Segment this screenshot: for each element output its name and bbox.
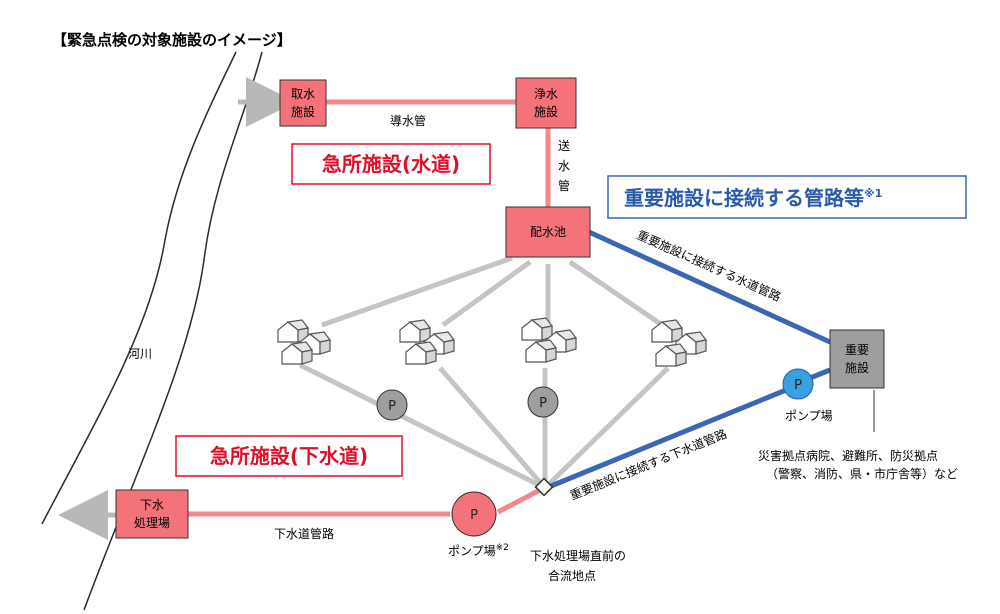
house-icon (655, 343, 687, 367)
pump-blue: P (782, 368, 814, 400)
pump-station-2-text: ポンプ場 (448, 544, 496, 558)
intake-line-2: 施設 (291, 104, 315, 119)
sewer-pipe-to-important-b (809, 367, 831, 381)
pump-letter: P (388, 399, 396, 414)
sewer-pipe-to-important-label: 重要施設に接続する下水道管路 (568, 426, 729, 503)
sewage-plant-line-1: 下水 (140, 498, 164, 512)
pump-station-2-note: ※2 (496, 543, 509, 553)
reservoir-facility: 配水池 (505, 206, 591, 258)
purification-line-2: 施設 (534, 104, 558, 119)
house-cluster-4 (651, 319, 707, 367)
purification-line-1: 浄水 (534, 87, 558, 101)
pump-red: P (451, 491, 497, 537)
transmission-char-2: 水 (558, 159, 570, 173)
pump-letter: P (539, 396, 547, 411)
transmission-pipe-label: 送 水 管 (558, 138, 574, 193)
sewage-plant: 下水 処理場 (115, 489, 189, 539)
important-pipes-note: ※1 (864, 187, 882, 200)
house-icon (525, 339, 557, 363)
river-label: 河川 (128, 347, 152, 361)
sewer-emergency-text: 急所施設(下水道) (210, 444, 368, 468)
confluence-point (534, 477, 554, 497)
pump-gray-2: P (527, 386, 559, 418)
confluence-label-2: 合流地点 (548, 568, 596, 583)
water-pipe-to-important (587, 229, 832, 345)
house-icon (521, 317, 553, 341)
house-icon (405, 341, 437, 365)
diagram-title: 【緊急点検の対象施設のイメージ】 (52, 31, 292, 49)
important-pipes-callout: 重要施設に接続する管路等※1 (607, 175, 967, 219)
important-pipes-main: 重要施設に接続する管路等 (624, 186, 864, 210)
intake-line-1: 取水 (291, 87, 315, 101)
sewage-plant-line-2: 処理場 (134, 516, 170, 530)
purification-facility: 浄水 施設 (515, 77, 577, 129)
pump-station-2-label: ポンプ場※2 (448, 543, 509, 558)
house-icon (399, 319, 431, 343)
sewer-pipe-confluence (496, 487, 542, 515)
intake-facility: 取水 施設 (279, 79, 327, 127)
house-cluster-3 (521, 317, 577, 363)
sewer-collection-lines (298, 362, 670, 491)
water-emergency-callout: 急所施設(水道) (291, 143, 491, 185)
pump-letter: P (470, 508, 478, 523)
important-pipes-text: 重要施設に接続する管路等※1 (624, 186, 882, 210)
conveyance-pipe-label: 導水管 (390, 113, 426, 128)
important-facility: 重要 施設 (829, 329, 885, 389)
important-line-2: 施設 (845, 360, 869, 375)
sewer-pipe-to-important-a (550, 387, 787, 489)
pump-letter: P (794, 378, 802, 393)
house-icon (281, 341, 313, 365)
pump-station-label: ポンプ場 (785, 409, 833, 423)
transmission-char-3: 管 (558, 178, 570, 193)
pump-gray-1: P (376, 389, 408, 421)
reservoir-label: 配水池 (530, 225, 566, 239)
distribution-lines (321, 255, 664, 328)
water-emergency-text: 急所施設(水道) (322, 152, 460, 176)
important-examples-2: （警察、消防、県・市庁舎等）など (766, 466, 958, 481)
house-cluster-1 (277, 319, 331, 365)
important-examples-1: 災害拠点病院、避難所、防災拠点 (758, 448, 938, 463)
transmission-char-1: 送 (558, 138, 570, 153)
confluence-label-1: 下水処理場直前の (530, 548, 626, 563)
river-bank-upper (41, 51, 237, 525)
house-cluster-2 (399, 319, 455, 365)
sewer-pipe-label: 下水道管路 (274, 526, 334, 541)
important-line-1: 重要 (845, 343, 869, 357)
sewer-emergency-callout: 急所施設(下水道) (175, 435, 403, 477)
